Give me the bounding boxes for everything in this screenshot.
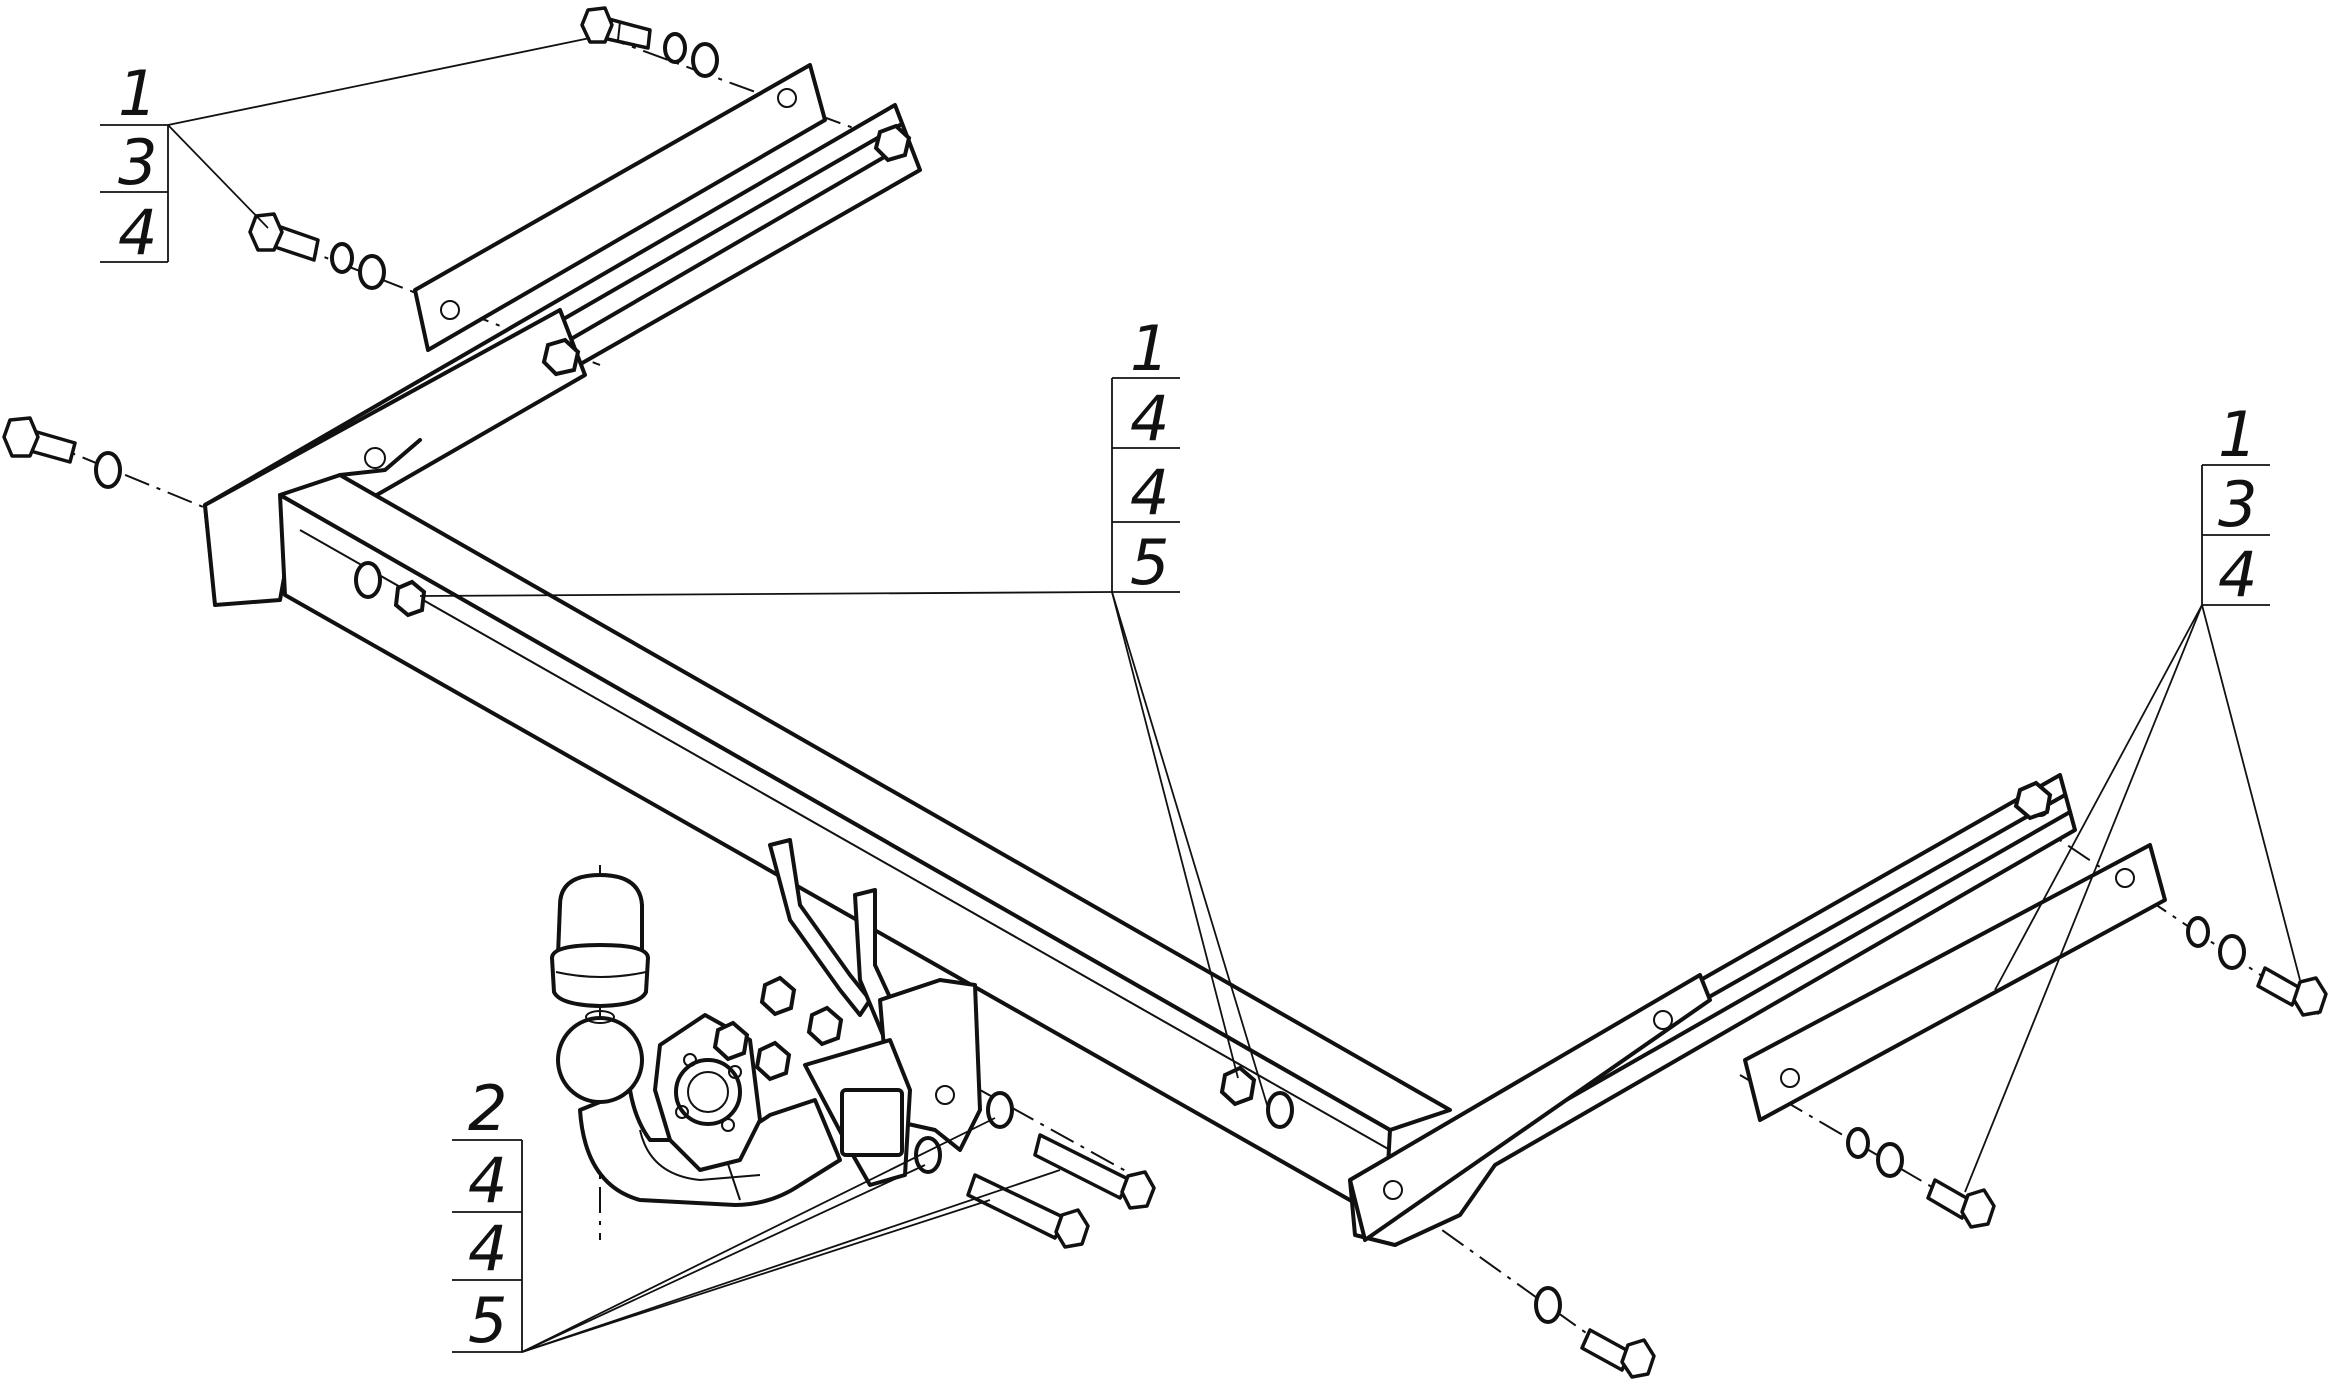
bolt-bottom-center [1580,1328,1656,1379]
left-mounting-plate-upper [413,63,827,352]
callout-right: 1 3 4 [1964,398,2301,1193]
callout-number: 4 [1130,382,1169,455]
bolt-top [580,6,652,50]
bolt-far-left [2,416,77,464]
main-cross-beam [278,438,1452,1222]
tow-ball [556,1010,644,1104]
tow-ball-cap [550,873,650,1008]
bolt-upper-left [248,212,320,262]
washers-and-nuts [94,32,2246,1324]
callout-center: 1 4 4 5 [419,312,1269,1109]
bolt-right [2256,966,2328,1017]
callout-number: 5 [1130,526,1169,599]
callout-number: 4 [468,1144,507,1217]
callout-number: 5 [468,1284,507,1357]
tow-ball-bracket [768,838,982,1187]
callout-number: 1 [2218,398,2257,471]
callout-number: 3 [118,126,157,199]
callout-number: 4 [1130,456,1169,529]
bolt-bracket-1 [1033,1133,1156,1210]
right-mounting-plate [1743,843,2167,1122]
bolt-lower-right [1926,1178,1996,1229]
callout-number: 1 [1130,312,1169,385]
bolt-bracket-2 [966,1173,1090,1249]
callout-number: 2 [468,1072,507,1145]
callout-bottom-left: 2 4 4 5 [452,1072,1061,1357]
callout-top-left: 1 3 4 [100,37,591,269]
callout-number: 4 [2218,538,2257,611]
callout-number: 4 [468,1212,507,1285]
callout-number: 3 [2218,468,2257,541]
callout-number: 4 [118,196,157,269]
right-mounting-arm [1348,773,2077,1247]
callout-number: 1 [118,57,157,130]
assembly-axes [39,34,2321,1351]
